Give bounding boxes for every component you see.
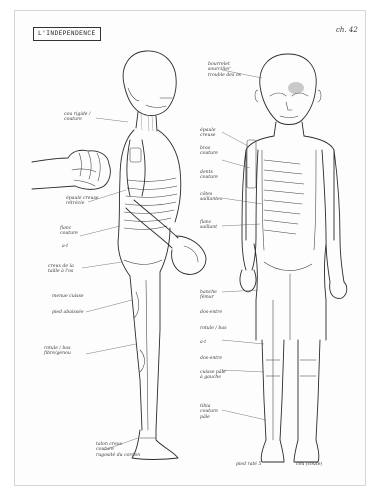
note-front-teeth: dents couture — [200, 170, 218, 181]
note-front-arm: bras couture — [200, 146, 218, 157]
note-side-waist: creux de la taille à l'os — [48, 264, 74, 275]
note-front-back: dos-entre — [200, 310, 222, 315]
note-front-knee: rotule / bas — [200, 326, 226, 331]
note-side-heel: talon creux couture rugosité du cordon — [96, 442, 140, 458]
note-front-foot: pied raté 5 — [236, 462, 261, 467]
note-side-thigh: menue cuisse — [52, 294, 84, 299]
note-front-thigh: cuisse pâle à gauche — [200, 370, 226, 381]
note-side-foot: pied abaissée — [52, 310, 84, 315]
note-side-flank: flanc couture — [60, 226, 78, 237]
note-front-at: a-t — [200, 340, 206, 345]
note-front-ribs: côtes saillantes — [200, 192, 222, 203]
fist-study — [32, 150, 110, 189]
note-front-hip: hanche fémur — [200, 290, 217, 301]
note-front-brow: bourrelet sourcilier trouble des os — [208, 62, 241, 78]
note-side-neck: cou rigide / couture — [64, 112, 91, 123]
front-view-figure — [240, 54, 347, 462]
note-front-neck: cou (coute) — [296, 462, 322, 467]
annotation-leaders — [80, 70, 266, 450]
note-side-shoulder: épaule creuse rétrécie — [66, 196, 99, 207]
note-front-shoulder: épaule creuse — [200, 128, 216, 139]
note-side-knee: rotule / bas fibre/genou — [44, 346, 71, 357]
note-side-at: a-t — [62, 244, 68, 249]
side-view-figure — [118, 51, 206, 460]
note-front-flank: flanc saillant — [200, 220, 217, 231]
note-front-back-2: dos-entre — [200, 356, 222, 361]
note-front-tibia: tibia couture pâle — [200, 404, 218, 420]
